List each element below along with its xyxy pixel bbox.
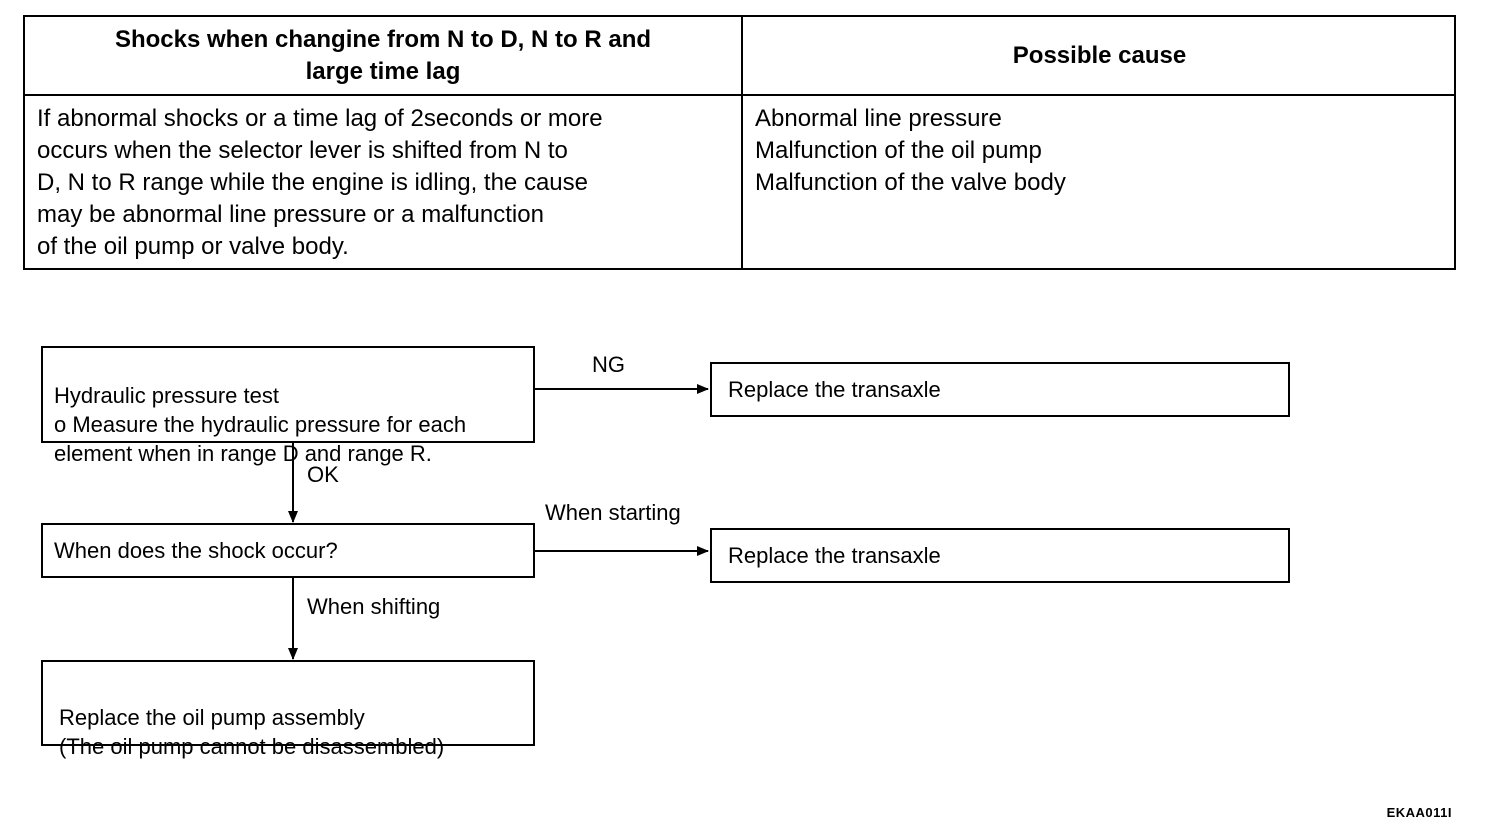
table-header-symptom: Shocks when changine from N to D, N to R… — [25, 17, 741, 94]
when-shock-occur-text: When does the shock occur? — [54, 538, 338, 563]
replace-transaxle-box-1: Replace the transaxle — [710, 362, 1290, 417]
when-starting-label: When starting — [545, 500, 681, 525]
possible-causes-list: Abnormal line pressure Malfunction of th… — [755, 105, 1066, 196]
replace-transaxle-box-2: Replace the transaxle — [710, 528, 1290, 583]
row-divider — [25, 94, 1454, 96]
cause-table: Shocks when changine from N to D, N to R… — [23, 15, 1456, 270]
replace-oil-pump-text: Replace the oil pump assembly (The oil p… — [59, 705, 445, 759]
when-shock-occur-box: When does the shock occur? — [41, 523, 535, 578]
ok-label: OK — [307, 462, 339, 487]
symptom-description: If abnormal shocks or a time lag of 2sec… — [37, 105, 603, 260]
figure-code: EKAA011I — [1386, 805, 1452, 820]
replace-transaxle-text-2: Replace the transaxle — [728, 543, 941, 568]
table-header-possible-cause-text: Possible cause — [1012, 41, 1187, 69]
when-shifting-label: When shifting — [307, 594, 441, 619]
ng-label: NG — [592, 352, 625, 377]
replace-transaxle-text-1: Replace the transaxle — [728, 377, 941, 402]
hydraulic-pressure-test-text: Hydraulic pressure test o Measure the hy… — [54, 383, 467, 466]
table-header-possible-cause: Possible cause — [743, 17, 1456, 94]
replace-oil-pump-box: Replace the oil pump assembly (The oil p… — [41, 660, 535, 759]
column-divider — [741, 17, 743, 268]
hydraulic-pressure-test-box: Hydraulic pressure test o Measure the hy… — [41, 346, 535, 466]
table-header-symptom-text: Shocks when changine from N to D, N to R… — [114, 25, 652, 85]
